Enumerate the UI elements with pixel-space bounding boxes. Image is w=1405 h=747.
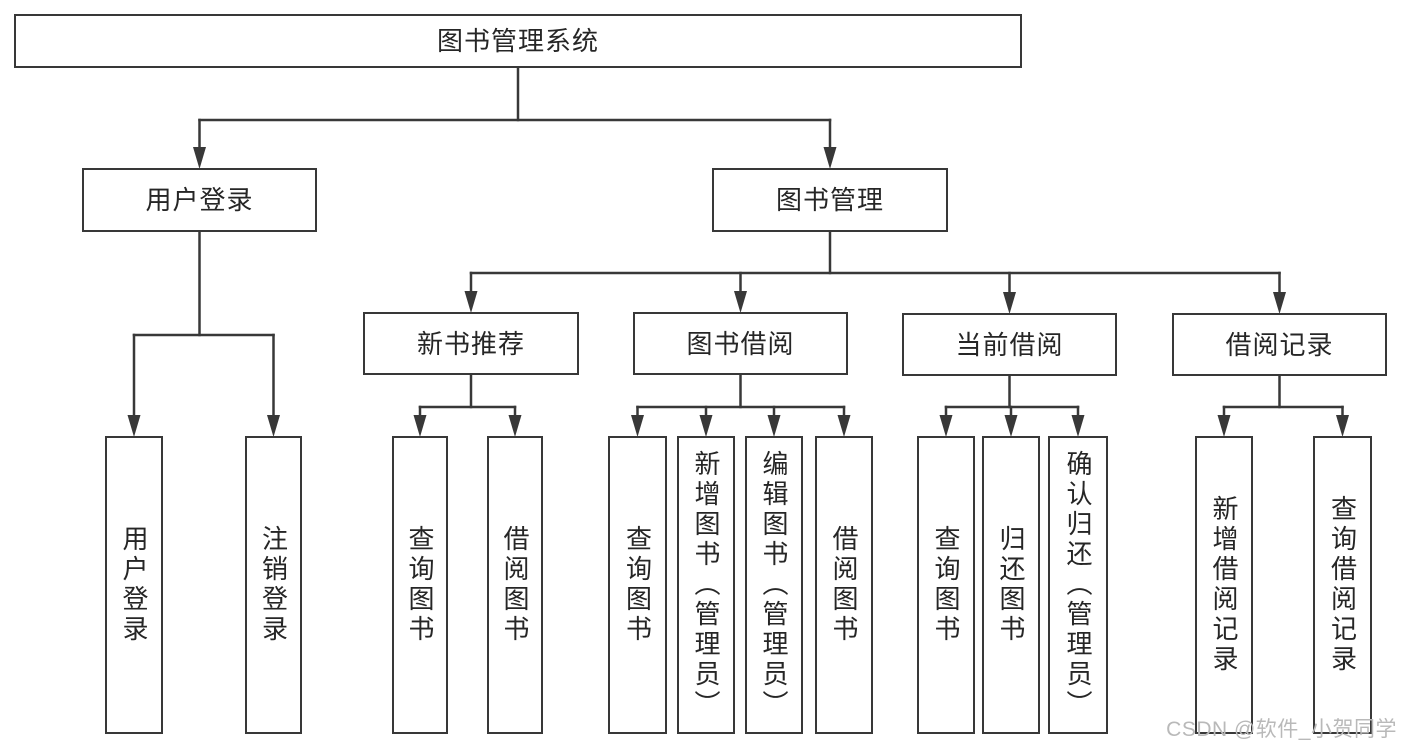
arrowhead-down-icon: [631, 415, 644, 437]
node-label-leaf-logout: 注销登录: [258, 525, 289, 645]
arrowhead-down-icon: [464, 291, 478, 313]
node-label-borrow-records: 借阅记录: [1225, 329, 1334, 360]
diagram-node-leaf-add-record: 新增借阅记录: [1195, 436, 1253, 734]
diagram-node-leaf-borrow-book-a: 借阅图书: [487, 436, 543, 734]
diagram-node-leaf-confirm-return: 确认归还（管理员）: [1048, 436, 1108, 734]
arrowhead-down-icon: [1336, 415, 1349, 437]
diagram-node-leaf-query-record: 查询借阅记录: [1313, 436, 1372, 734]
arrowhead-down-icon: [1004, 415, 1018, 437]
diagram-node-leaf-edit-book: 编辑图书（管理员）: [745, 436, 803, 734]
node-label-leaf-add-book: 新增图书（管理员）: [691, 450, 721, 720]
node-label-leaf-borrow-book-b: 借阅图书: [829, 525, 859, 645]
arrowhead-down-icon: [1071, 415, 1085, 437]
diagram-node-leaf-return-book: 归还图书: [982, 436, 1040, 734]
diagram-node-leaf-query-book-c: 查询图书: [917, 436, 975, 734]
arrowhead-down-icon: [267, 415, 280, 437]
node-label-leaf-query-book-b: 查询图书: [622, 525, 653, 645]
node-label-book-mgmt: 图书管理: [775, 185, 884, 215]
arrowhead-down-icon: [508, 415, 522, 437]
arrowhead-down-icon: [1003, 292, 1016, 314]
arrowhead-down-icon: [734, 291, 747, 313]
node-label-user-login: 用户登录: [145, 185, 254, 215]
diagram-node-book-mgmt: 图书管理: [712, 168, 948, 232]
node-label-leaf-edit-book: 编辑图书（管理员）: [759, 450, 789, 720]
arrowhead-down-icon: [823, 147, 837, 169]
node-label-book-borrow: 图书借阅: [686, 328, 795, 359]
node-label-leaf-add-record: 新增借阅记录: [1209, 495, 1239, 675]
arrowhead-down-icon: [193, 147, 206, 169]
arrowhead-down-icon: [939, 415, 953, 437]
arrowhead-down-icon: [1273, 292, 1286, 314]
node-label-leaf-confirm-return: 确认归还（管理员）: [1063, 450, 1093, 720]
node-label-leaf-return-book: 归还图书: [996, 525, 1026, 645]
node-label-leaf-user-login: 用户登录: [119, 525, 149, 645]
diagram-node-current-borrow: 当前借阅: [902, 313, 1117, 376]
arrowhead-down-icon: [767, 415, 781, 437]
diagram-node-leaf-logout: 注销登录: [245, 436, 302, 734]
arrowhead-down-icon: [413, 415, 427, 437]
arrowhead-down-icon: [699, 415, 713, 437]
watermark: CSDN @软件_小贺同学: [1166, 718, 1397, 741]
arrowhead-down-icon: [837, 415, 851, 437]
diagram-node-leaf-add-book: 新增图书（管理员）: [677, 436, 735, 734]
node-label-root: 图书管理系统: [436, 26, 599, 56]
node-label-leaf-query-record: 查询借阅记录: [1327, 495, 1358, 675]
arrowhead-down-icon: [1217, 415, 1231, 437]
diagram-node-new-book-rec: 新书推荐: [363, 312, 579, 375]
diagram-node-leaf-borrow-book-b: 借阅图书: [815, 436, 873, 734]
node-label-current-borrow: 当前借阅: [955, 329, 1064, 360]
node-label-leaf-query-book-a: 查询图书: [405, 525, 435, 645]
node-label-leaf-borrow-book-a: 借阅图书: [500, 525, 530, 645]
diagram-node-book-borrow: 图书借阅: [633, 312, 848, 375]
node-label-new-book-rec: 新书推荐: [416, 328, 525, 359]
node-label-leaf-query-book-c: 查询图书: [931, 525, 961, 645]
diagram-node-root: 图书管理系统: [14, 14, 1022, 68]
diagram-node-user-login: 用户登录: [82, 168, 317, 232]
diagram-node-leaf-query-book-a: 查询图书: [392, 436, 448, 734]
diagram-node-borrow-records: 借阅记录: [1172, 313, 1387, 376]
diagram-node-leaf-user-login: 用户登录: [105, 436, 163, 734]
arrowhead-down-icon: [127, 415, 141, 437]
diagram-node-leaf-query-book-b: 查询图书: [608, 436, 667, 734]
